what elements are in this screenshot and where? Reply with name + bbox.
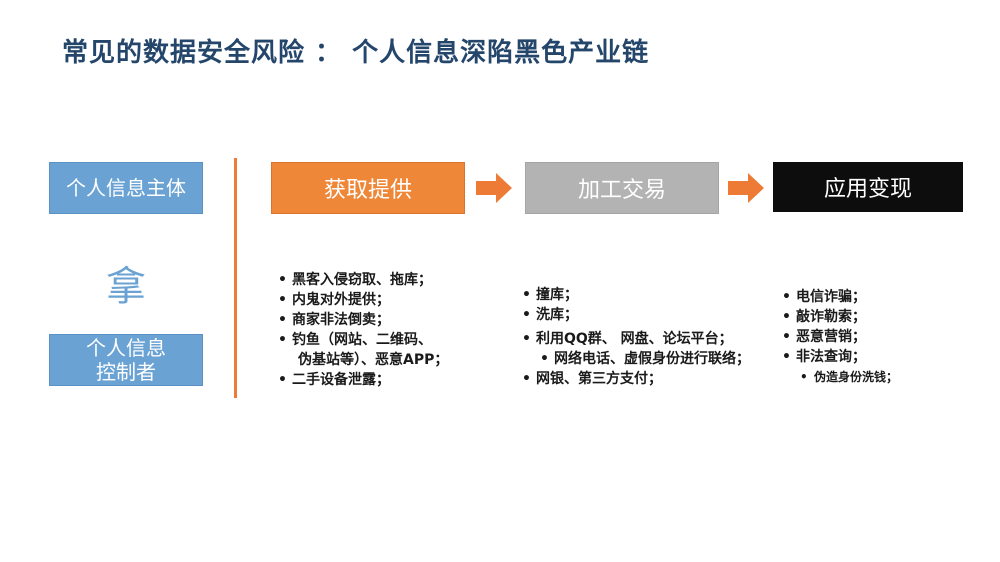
personal-info-controller-box: 个人信息 控制者: [49, 334, 203, 386]
list-item: 洗库；: [522, 305, 750, 325]
arrow-right-icon: [728, 173, 764, 203]
arrow-right-icon: [476, 173, 512, 203]
list-item: 二手设备泄露；: [278, 370, 448, 390]
list-sub-item: 网络电话、虚假身份进行联络；: [522, 349, 750, 369]
stage-process-box: 加工交易: [525, 162, 719, 214]
list-item: 钓鱼（网站、二维码、: [278, 330, 448, 350]
list-item: 网银、第三方支付；: [522, 369, 750, 389]
list-item: 敲诈勒索；: [782, 307, 898, 327]
personal-info-subject-box: 个人信息主体: [49, 162, 203, 214]
take-label: 拿: [106, 264, 146, 310]
acquire-list: 黑客入侵窃取、拖库； 内鬼对外提供； 商家非法倒卖； 钓鱼（网站、二维码、 伪基…: [278, 270, 448, 390]
list-item: 非法查询；: [782, 347, 898, 367]
list-item: 撞库；: [522, 285, 750, 305]
stage-acquire-label: 获取提供: [323, 178, 412, 203]
list-item: 黑客入侵窃取、拖库；: [278, 270, 448, 290]
list-item-continuation: 伪基站等）、恶意APP；: [298, 352, 449, 368]
stage-monetize-label: 应用变现: [823, 177, 912, 202]
list-item: 商家非法倒卖；: [278, 310, 448, 330]
list-item: 恶意营销；: [782, 327, 898, 347]
stage-acquire-box: 获取提供: [271, 162, 465, 214]
process-list: 撞库； 洗库； 利用QQ群、 网盘、论坛平台； 网络电话、虚假身份进行联络； 网…: [522, 285, 750, 389]
page-title: 常见的数据安全风险 ： 个人信息深陷黑色产业链: [62, 38, 650, 68]
vertical-divider: [234, 158, 237, 398]
list-sub-item: 伪造身份洗钱；: [782, 367, 898, 387]
list-item: 利用QQ群、 网盘、论坛平台；: [522, 329, 750, 349]
list-item: 内鬼对外提供；: [278, 290, 448, 310]
controller-label-line2: 控制者: [96, 360, 156, 384]
controller-label-line1: 个人信息: [86, 336, 166, 360]
stage-monetize-box: 应用变现: [773, 162, 963, 212]
personal-info-subject-label: 个人信息主体: [66, 176, 186, 200]
stage-process-label: 加工交易: [577, 178, 666, 203]
monetize-list: 电信诈骗； 敲诈勒索； 恶意营销； 非法查询； 伪造身份洗钱；: [782, 287, 898, 387]
list-item: 电信诈骗；: [782, 287, 898, 307]
